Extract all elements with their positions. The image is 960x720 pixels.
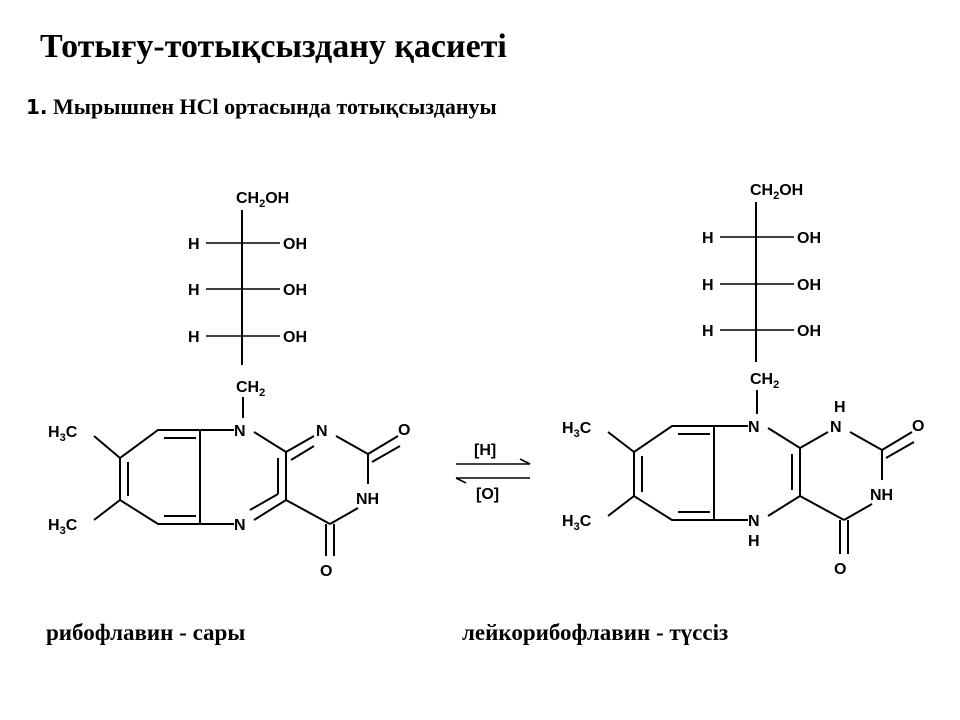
left-oh-1: OH [283, 236, 307, 253]
equilibrium-arrows: [H] [O] [455, 442, 531, 503]
right-c2-o [881, 431, 913, 451]
left-h-1: H [188, 236, 200, 253]
right-ch2oh-label: CH2OH [750, 182, 803, 202]
left-c-n1 [285, 435, 315, 453]
right-h3c-1: H3C [562, 420, 592, 440]
left-oh-3: OH [283, 329, 307, 346]
left-nh-label: NH [356, 491, 379, 508]
reverse-arrowhead [455, 477, 467, 484]
reverse-condition-label: [O] [476, 486, 499, 503]
left-n5-c [253, 499, 287, 521]
right-n10-label: N [748, 419, 760, 436]
left-benzene-ring [119, 429, 201, 525]
right-n5-label: N [748, 513, 760, 530]
riboflavin-structure: CH2OH H OH H OH H OH CH2 [48, 190, 410, 580]
left-c2-o [367, 435, 399, 455]
left-n5-label: N [234, 517, 246, 534]
right-oh-3: OH [797, 323, 821, 340]
leucoriboflavin-caption: лейкорибофлавин - түссіз [462, 620, 729, 645]
left-o2-label: O [398, 422, 410, 439]
left-h3c-2: H3C [48, 517, 78, 537]
right-nh-label: NH [870, 487, 893, 504]
left-n5-double [249, 493, 279, 511]
right-h-1: H [702, 230, 714, 247]
right-n1-label: N [830, 419, 842, 436]
right-n3-c4 [843, 503, 873, 521]
right-methyl-bond-2 [607, 495, 635, 517]
left-h-2: H [188, 282, 200, 299]
right-n1-c2 [849, 431, 883, 451]
right-o4-label: O [834, 561, 846, 578]
slide-subtitle: 1. Мырышпен HCl ортасында тотықсыздануы [26, 94, 497, 120]
right-n5-h-label: H [748, 533, 760, 550]
left-o4-label: O [320, 563, 332, 580]
right-n1-h-label: H [834, 399, 846, 416]
right-benzene-ring [633, 425, 715, 521]
left-c4-c4a [285, 499, 331, 525]
left-oh-2: OH [283, 282, 307, 299]
right-n5-c [767, 495, 801, 517]
left-n3-c4 [329, 507, 359, 525]
subtitle-number: 1. [26, 95, 48, 119]
left-n1-label: N [316, 423, 328, 440]
right-methyl-bond-1 [607, 431, 635, 453]
left-isoalloxazine-rings [93, 429, 401, 556]
right-ch2-label: CH2 [750, 371, 779, 391]
subtitle-text: Мырышпен HCl ортасында тотықсыздануы [53, 94, 497, 119]
slide-title: Тотығу-тотықсыздану қасиеті [40, 28, 507, 65]
left-c-n1-double [290, 445, 315, 461]
right-n10-c [767, 427, 801, 449]
right-isoalloxazine-rings [607, 425, 915, 554]
left-ribityl-chain: CH2OH H OH H OH H OH CH2 [188, 190, 307, 418]
left-ch2-label: CH2 [236, 379, 265, 399]
left-n10-c [253, 431, 287, 453]
left-c2-o-double [371, 445, 401, 463]
left-ch2oh-label: CH2OH [236, 190, 289, 210]
left-n1-c2 [335, 435, 369, 455]
right-oh-2: OH [797, 277, 821, 294]
left-methyl-bond-1 [93, 435, 121, 459]
leucoriboflavin-structure: CH2OH H OH H OH H OH CH2 [562, 182, 924, 578]
forward-arrowhead [519, 458, 531, 465]
right-c4-c4a [799, 495, 845, 521]
left-methyl-bond-2 [93, 499, 121, 521]
right-h-2: H [702, 277, 714, 294]
right-c-n1 [799, 431, 829, 449]
left-h3c-1: H3C [48, 424, 78, 444]
forward-condition-label: [H] [474, 442, 496, 459]
left-n10-label: N [234, 423, 246, 440]
left-h-3: H [188, 329, 200, 346]
right-oh-1: OH [797, 230, 821, 247]
right-o2-label: O [912, 418, 924, 435]
right-c2-o-double [885, 441, 915, 459]
right-ribityl-chain: CH2OH H OH H OH H OH CH2 [702, 182, 821, 414]
right-h-3: H [702, 323, 714, 340]
right-h3c-2: H3C [562, 513, 592, 533]
riboflavin-caption: рибофлавин - сары [46, 620, 246, 645]
